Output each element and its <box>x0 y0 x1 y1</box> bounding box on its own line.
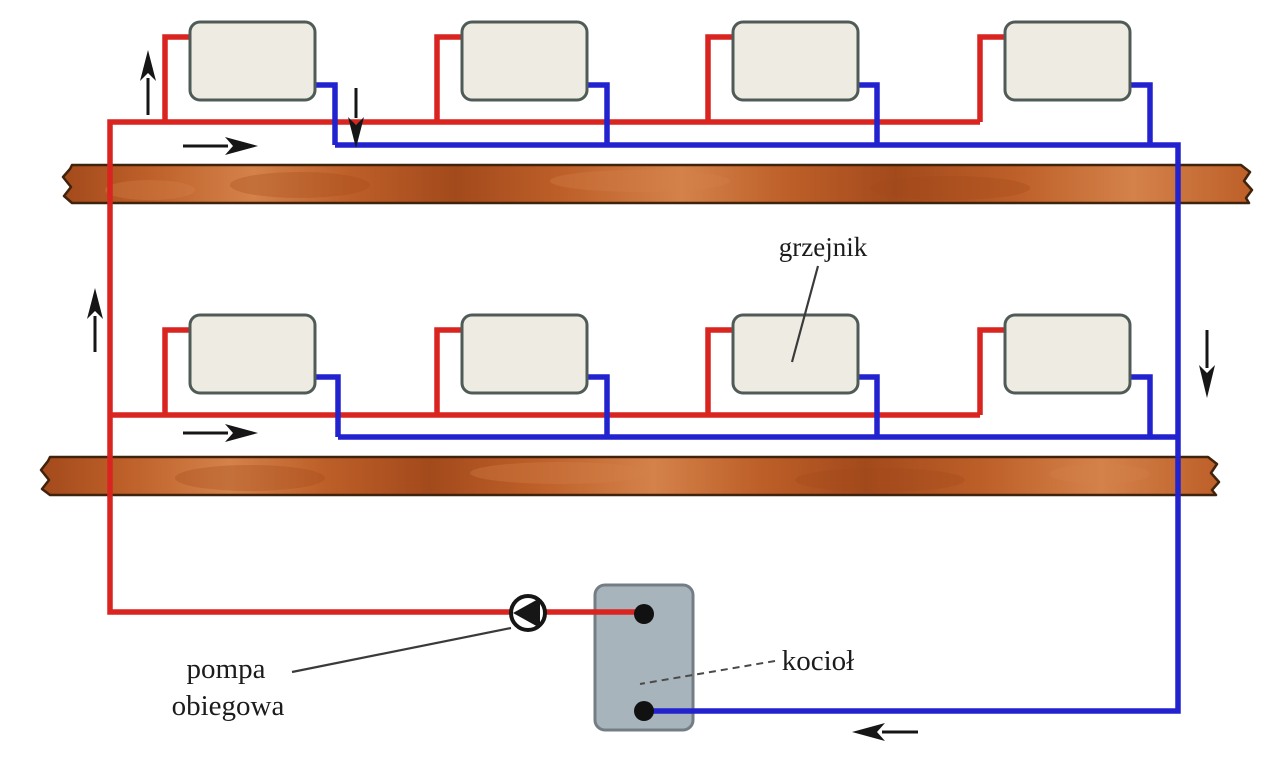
radiator <box>188 20 317 102</box>
boiler-label: kocioł <box>782 645 855 677</box>
radiator <box>1003 313 1132 395</box>
radiator-label: grzejnik <box>779 232 868 262</box>
flow-arrows <box>87 50 1215 741</box>
radiators-floor1 <box>188 20 1132 102</box>
radiator-pointer-line <box>790 265 820 363</box>
pump-label-line1: pompa <box>187 653 266 685</box>
radiator <box>460 313 589 395</box>
return-pipe-network <box>313 82 1181 714</box>
radiator <box>188 313 317 395</box>
boiler-supply-port <box>634 604 654 624</box>
up-arrow-icon <box>140 50 156 115</box>
boiler-pointer-line <box>639 660 776 685</box>
radiator <box>731 313 860 395</box>
circulation-pump-icon <box>509 594 547 632</box>
boiler <box>593 583 695 732</box>
up-arrow-icon <box>87 288 103 352</box>
supply-riser-and-bottom-run <box>107 119 980 615</box>
down-arrow-icon <box>1199 330 1215 398</box>
left-arrow-icon <box>852 723 918 741</box>
down-arrow-icon <box>348 88 364 148</box>
annotations: grzejnik pompa obiegowa kocioł <box>172 232 868 722</box>
right-arrow-icon <box>183 137 258 155</box>
boiler-return-port <box>634 701 654 721</box>
radiator <box>731 20 860 102</box>
pump-label-line2: obiegowa <box>172 690 285 722</box>
radiator <box>1003 20 1132 102</box>
radiator <box>460 20 589 102</box>
floor-beam-upper <box>61 163 1254 205</box>
radiators-floor2 <box>188 313 1132 395</box>
right-arrow-icon <box>183 424 258 442</box>
supply-pipe-network <box>107 34 1007 615</box>
floor-beam-lower <box>39 455 1221 497</box>
pump-pointer-line <box>291 626 512 674</box>
return-main-and-downcomer <box>335 142 1181 714</box>
